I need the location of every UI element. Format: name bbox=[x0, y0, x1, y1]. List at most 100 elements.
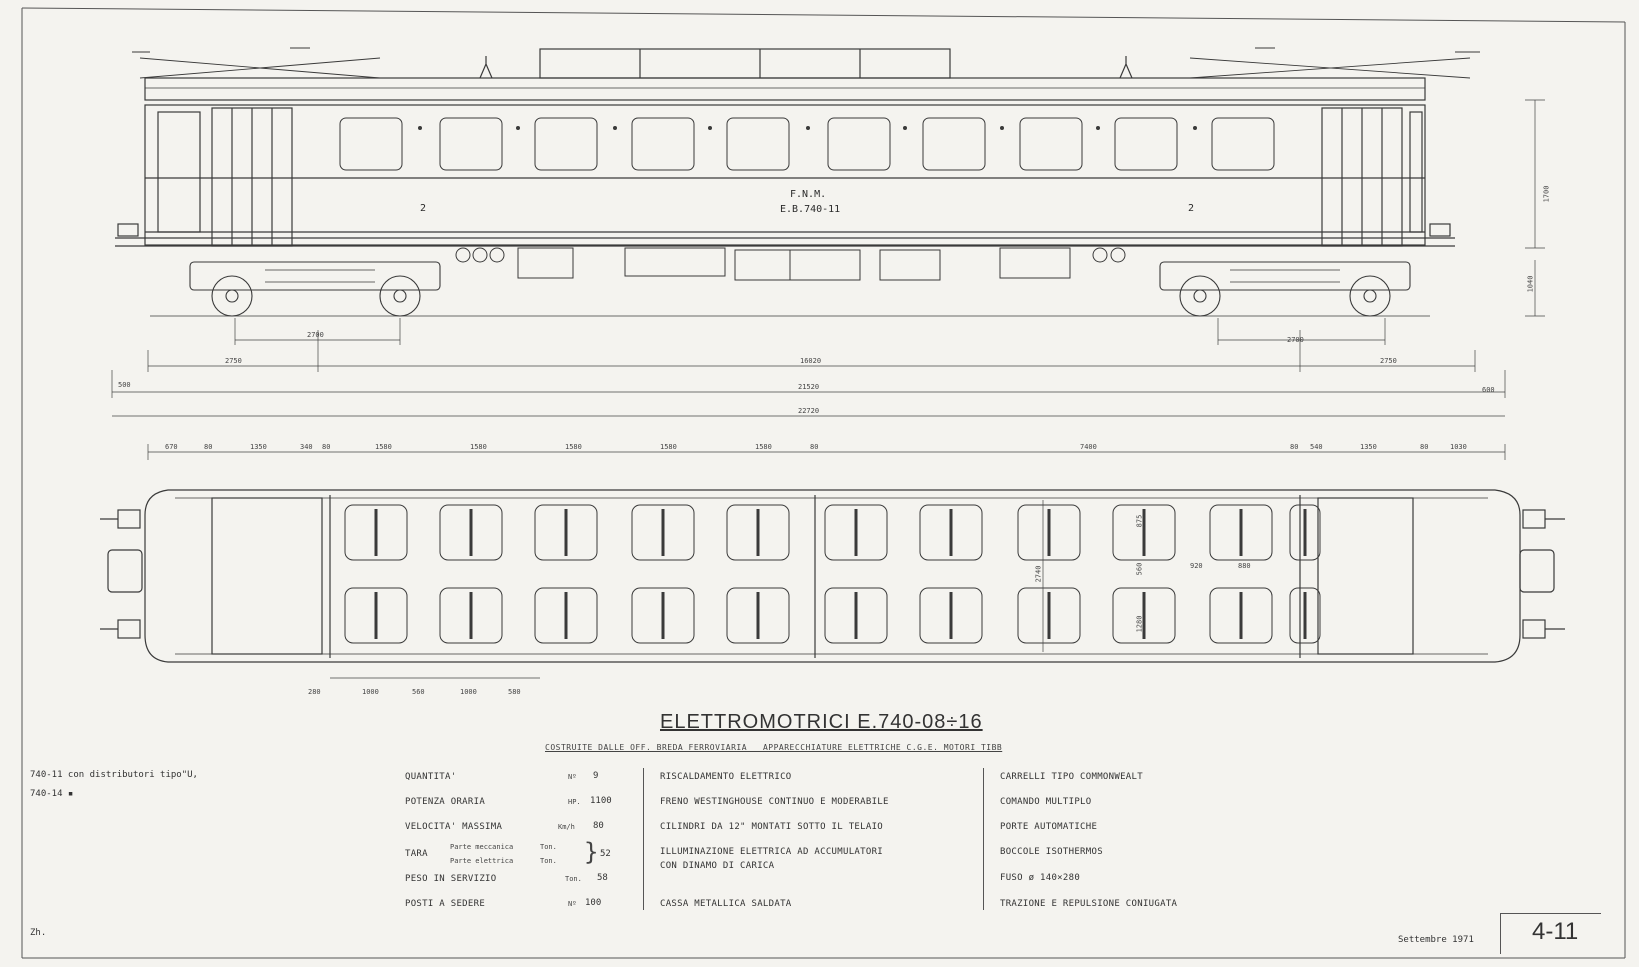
spec-value-tare: 52 bbox=[600, 849, 611, 859]
plan-bottom-dimension: 580 bbox=[508, 688, 521, 696]
dim-bogie-wheelbase-right: 2700 bbox=[1287, 336, 1304, 344]
spec-divider-1 bbox=[643, 768, 644, 910]
elevation-dimensions bbox=[111, 99, 1545, 417]
seat-pair bbox=[1017, 587, 1081, 644]
plan-top-dimension: 1580 bbox=[565, 443, 582, 451]
seat-pair bbox=[631, 504, 695, 561]
seat-pair bbox=[1112, 504, 1176, 561]
dim-seat-pitch-a: 920 bbox=[1190, 562, 1203, 570]
spec-label-tare: TARA bbox=[405, 849, 428, 859]
spec-tare-brace: } bbox=[584, 838, 599, 866]
seat-pair bbox=[1209, 504, 1273, 561]
spec-label-quantity: QUANTITA' bbox=[405, 772, 457, 782]
seat-pair bbox=[726, 504, 790, 561]
plan-bottom-dimension: 1000 bbox=[362, 688, 379, 696]
sheet-number: 4-11 bbox=[1532, 918, 1579, 945]
seat-pair bbox=[344, 504, 408, 561]
seat-pair bbox=[1209, 587, 1273, 644]
bogie-right bbox=[1159, 261, 1411, 317]
seat-pair bbox=[824, 587, 888, 644]
spec-tare-mechanical: Parte meccanica bbox=[450, 843, 514, 851]
drawing-subtitle: COSTRUITE DALLE OFF. BREDA FERROVIARIA _… bbox=[545, 743, 1003, 752]
spec-unit-speed: Km/h bbox=[558, 823, 575, 831]
seat-pair bbox=[534, 504, 598, 561]
class-mark-left: 2 bbox=[420, 203, 427, 214]
plan-dimensions bbox=[147, 444, 1506, 679]
dim-overhang-left: 2750 bbox=[225, 357, 242, 365]
sheet-border bbox=[21, 7, 1626, 959]
plan-top-dimension: 1580 bbox=[755, 443, 772, 451]
spec-unit-power: HP. bbox=[568, 798, 581, 806]
author-initials: Zh. bbox=[30, 928, 47, 938]
spec-value-power: 1100 bbox=[590, 796, 612, 806]
spec-label-weight: PESO IN SERVIZIO bbox=[405, 874, 497, 884]
spec-cylinders: CILINDRI DA 12" MONTATI SOTTO IL TELAIO bbox=[660, 822, 884, 832]
side-elevation bbox=[115, 47, 1480, 317]
dim-bogie-wheelbase-left: 2700 bbox=[307, 331, 324, 339]
sheet-number-box bbox=[1500, 913, 1601, 954]
seating-layout bbox=[344, 504, 1321, 644]
seat-pair bbox=[439, 587, 503, 644]
pantograph-left bbox=[132, 47, 381, 79]
spec-axleboxes: BOCCOLE ISOTHERMOS bbox=[1000, 847, 1103, 857]
note-line-1: 740-11 con distributori tipo"U, bbox=[30, 770, 198, 780]
dim-end-right: 600 bbox=[1482, 386, 1495, 394]
vehicle-number: E.B.740-11 bbox=[780, 204, 841, 215]
dim-body-length: 21520 bbox=[798, 383, 820, 391]
plan-bottom-dimension: 280 bbox=[308, 688, 321, 696]
plan-top-dimension: 670 bbox=[165, 443, 178, 451]
spec-unit-weight: Ton. bbox=[565, 875, 582, 883]
plan-top-dimension: 1580 bbox=[660, 443, 677, 451]
dim-side-height: 1700 bbox=[1542, 185, 1551, 203]
dim-overhang-right: 2750 bbox=[1380, 357, 1397, 365]
spec-body: CASSA METALLICA SALDATA bbox=[660, 899, 792, 909]
seat-pair bbox=[726, 587, 790, 644]
note-line-2: 740-14 ▪ bbox=[30, 789, 74, 799]
plan-bottom-dimension: 560 bbox=[412, 688, 425, 696]
dim-bogie-centers: 16020 bbox=[800, 357, 822, 365]
plan-top-dimension: 80 bbox=[810, 443, 819, 451]
seat-pair bbox=[1289, 504, 1321, 561]
seat-pair bbox=[919, 587, 983, 644]
spec-traction: TRAZIONE E REPULSIONE CONIUGATA bbox=[1000, 899, 1178, 909]
plan-top-dimension: 80 bbox=[1420, 443, 1429, 451]
plan-top-dimension: 80 bbox=[204, 443, 213, 451]
bogie-left bbox=[189, 261, 441, 317]
seat-pair bbox=[1289, 587, 1321, 644]
spec-unit-quantity: Nº bbox=[568, 773, 577, 781]
spec-lighting-2: CON DINAMO DI CARICA bbox=[660, 861, 775, 871]
plan-top-dimension: 80 bbox=[322, 443, 331, 451]
plan-top-dimension: 1580 bbox=[470, 443, 487, 451]
spec-value-weight: 58 bbox=[597, 873, 608, 883]
spec-value-quantity: 9 bbox=[593, 771, 599, 781]
spec-lighting: ILLUMINAZIONE ELETTRICA AD ACCUMULATORI bbox=[660, 847, 884, 857]
spec-divider-2 bbox=[983, 768, 984, 910]
spec-brake: FRENO WESTINGHOUSE CONTINUO E MODERABILE bbox=[660, 797, 889, 807]
dim-floor-height: 1040 bbox=[1526, 275, 1535, 293]
spec-label-speed: VELOCITA' MASSIMA bbox=[405, 822, 503, 832]
spec-journal: FUSO ø 140×280 bbox=[1000, 873, 1081, 883]
pantograph-right bbox=[1189, 47, 1480, 79]
plan-top-dimension: 1580 bbox=[375, 443, 392, 451]
plan-top-dimension: 1030 bbox=[1450, 443, 1467, 451]
dim-aisle: 560 bbox=[1135, 562, 1144, 576]
spec-bogies: CARRELLI TIPO COMMONWEALT bbox=[1000, 772, 1143, 782]
seat-pair bbox=[1017, 504, 1081, 561]
plan-top-dimension: 1350 bbox=[250, 443, 267, 451]
seat-pair bbox=[1112, 587, 1176, 644]
spec-value-seats: 100 bbox=[585, 898, 602, 908]
dim-seat-depth: 875 bbox=[1135, 514, 1144, 528]
spec-unit-seats: Nº bbox=[568, 900, 577, 908]
dim-plan-width: 2740 bbox=[1034, 565, 1043, 583]
spec-control: COMANDO MULTIPLO bbox=[1000, 797, 1092, 807]
plan-top-dimension: 80 bbox=[1290, 443, 1299, 451]
seat-pair bbox=[439, 504, 503, 561]
dim-seat-pitch-b: 880 bbox=[1238, 562, 1251, 570]
drawing-date: Settembre 1971 bbox=[1398, 935, 1474, 945]
seat-pair bbox=[919, 504, 983, 561]
seat-pair bbox=[344, 587, 408, 644]
plan-top-dimension: 7400 bbox=[1080, 443, 1097, 451]
dim-end-left: 500 bbox=[118, 381, 131, 389]
underfloor-equipment bbox=[455, 247, 1126, 281]
